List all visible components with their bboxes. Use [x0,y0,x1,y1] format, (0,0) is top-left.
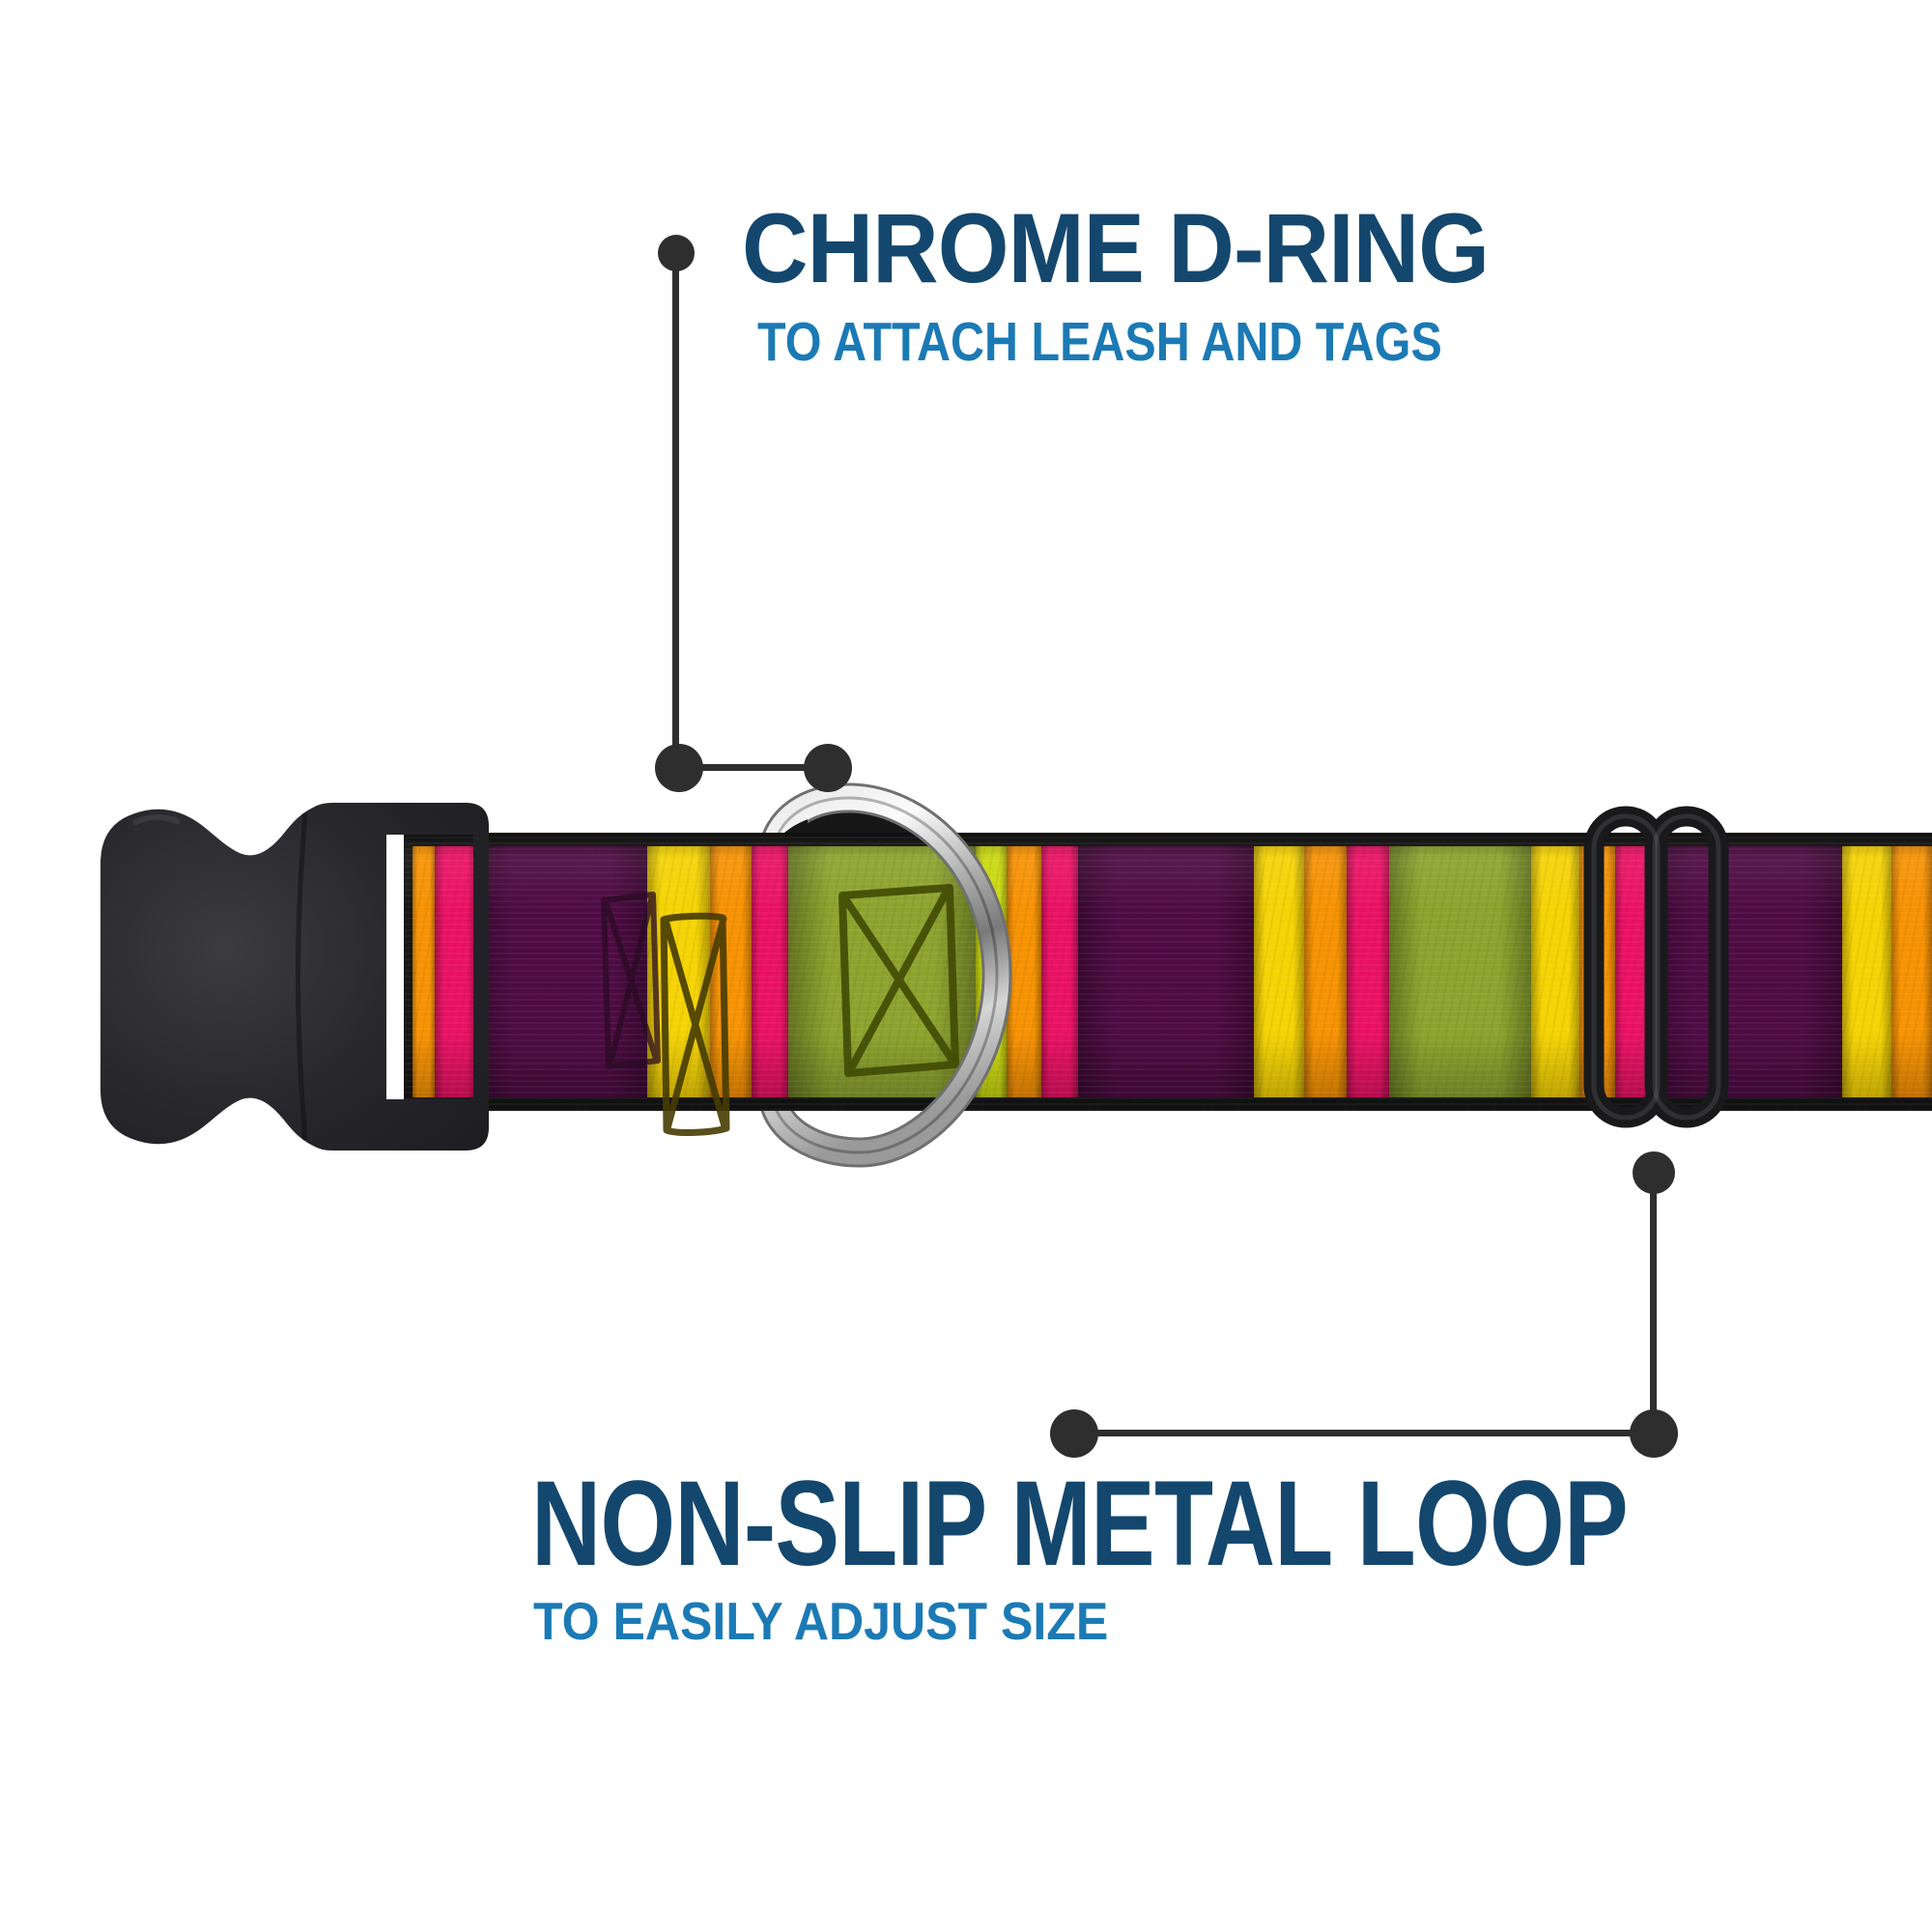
webbing-stripe-purple [1078,846,1254,1097]
webbing-stripe-orange [412,846,435,1097]
webbing-stripe-purple [1652,846,1842,1097]
webbing-stripe-orange [1579,846,1615,1097]
webbing-stripe-edge [404,846,412,1097]
collar-webbing [404,833,1932,1111]
webbing-stripe-lime [976,846,1007,1097]
callout-dot [1050,1409,1098,1458]
callout-line-vertical [1650,1157,1657,1434]
callout-dot [804,744,852,792]
webbing-stripe-pink [1041,846,1078,1097]
webbing-stripe-yellow [1254,846,1304,1097]
webbing-stripe-yellow [1531,846,1579,1097]
webbing-stripe-orange [1891,846,1932,1097]
callout-title-d-ring: CHROME D-RING [742,193,1490,303]
d-ring-shadow [784,810,933,833]
webbing-stripe-pink [1347,846,1389,1097]
webbing-stripe-orange [1007,846,1041,1097]
webbing-stripe-pink [752,846,788,1097]
webbing-stripe-olive [788,846,976,1097]
webbing-stripe-orange [1304,846,1347,1097]
webbing-stripe-yellow [1842,846,1891,1097]
callout-title-metal-loop: NON-SLIP METAL LOOP [531,1457,1629,1591]
webbing-stripe-olive [1389,846,1531,1097]
callout-line-horizontal [679,764,828,771]
webbing-stripe-yellow [647,846,710,1097]
callout-line-vertical [672,253,679,768]
webbing-stripe-orange [710,846,752,1097]
callout-dot [655,744,703,792]
callout-line-horizontal [1074,1430,1654,1436]
callout-subtitle-metal-loop: TO EASILY ADJUST SIZE [533,1591,1109,1651]
callout-subtitle-d-ring: TO ATTACH LEASH AND TAGS [757,311,1442,373]
webbing-stripe-pink [1615,846,1652,1097]
webbing-stripe-purple [476,846,647,1097]
callout-dot [1630,1409,1678,1458]
webbing-stripe-pink [435,846,476,1097]
